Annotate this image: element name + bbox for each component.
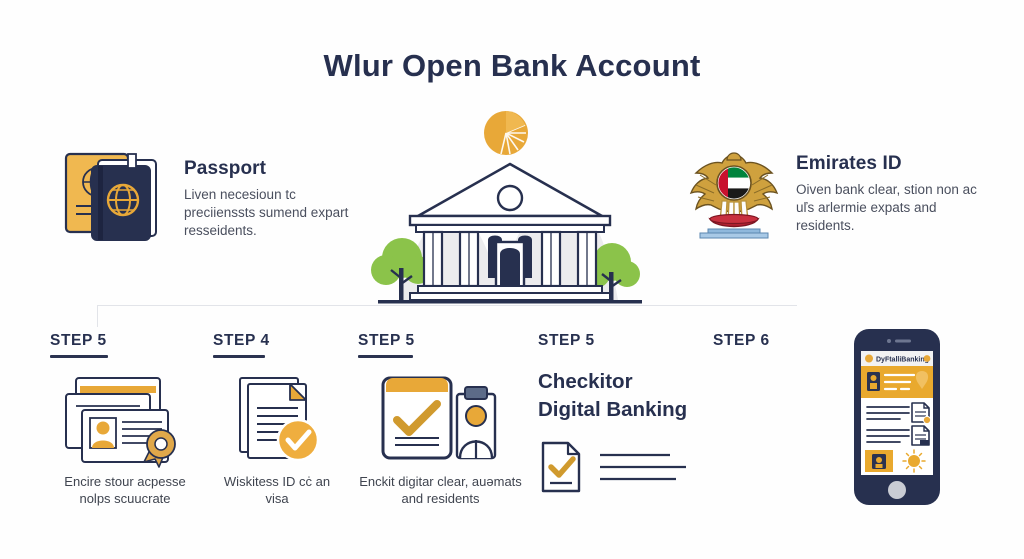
step-caption-2: Wiskitess ID cċ an visa [223, 474, 331, 506]
page-title: Wlur Open Bank Account [323, 48, 701, 83]
step-label-5: STEP 6 [713, 332, 770, 349]
step-label-2: STEP 4 [213, 332, 270, 349]
step-caption-1: Encire stour acpesse nolps scuucrate [64, 474, 186, 506]
step-underline-2 [213, 355, 265, 358]
digital-banking-heading-line2: Digital Banking [538, 397, 688, 421]
document-check-icon [213, 372, 341, 468]
step-label-3: STEP 5 [358, 332, 415, 349]
document-check-lines-icon [538, 439, 584, 500]
steps-row: STEP 5 [0, 332, 1024, 532]
digital-banking-heading: Checkitor Digital Banking [538, 368, 748, 423]
smartphone-banking-icon: DyFtalliBanking [848, 327, 948, 512]
step-item-4: STEP 5 Checkitor Digital Banking [538, 332, 748, 500]
uae-falcon-emblem-icon [686, 143, 782, 244]
phone-app-title: DyFtalliBanking [876, 357, 929, 364]
text-lines-group [598, 449, 690, 490]
step-label-1: STEP 5 [50, 332, 107, 349]
digital-banking-detail-row [538, 439, 748, 500]
feature-description-emirates-id: Oiven bank clear, stion non ac uľs arler… [796, 182, 977, 233]
divider-left-tick [97, 305, 98, 327]
section-divider [97, 305, 797, 306]
bank-building-icon [360, 150, 660, 315]
emirates-id-text-block: Emirates ID Oiven bank clear, stion non … [796, 143, 981, 234]
id-documents-badge-icon [50, 372, 200, 468]
feature-passport: Passport Liven necesioun tc preciienssts… [62, 148, 362, 249]
step-item-1: STEP 5 [50, 332, 200, 508]
step-label-4: STEP 5 [538, 332, 595, 349]
step-item-2: STEP 4 Wiskit [213, 332, 341, 508]
feature-emirates-id: Emirates ID Oiven bank clear, stion non … [686, 143, 986, 244]
step-underline-3 [358, 355, 413, 358]
feature-title-passport: Passport [184, 158, 267, 179]
step-item-5: STEP 6 [713, 332, 873, 355]
step-item-3: STEP 5 Enckit digit [358, 332, 523, 508]
gold-sunburst-icon [481, 108, 531, 163]
step-underline-1 [50, 355, 108, 358]
step-caption-3: Enckit digitar clear, auǝmats and reside… [359, 474, 522, 506]
checklist-person-icon [358, 372, 523, 468]
feature-description-passport: Liven necesioun tc preciienssts sumend e… [184, 187, 349, 238]
passport-books-icon [62, 148, 170, 249]
digital-banking-heading-line1: Checkitor [538, 370, 633, 393]
passport-text-block: Passport Liven necesioun tc preciienssts… [184, 148, 362, 239]
feature-title-emirates-id: Emirates ID [796, 153, 902, 174]
